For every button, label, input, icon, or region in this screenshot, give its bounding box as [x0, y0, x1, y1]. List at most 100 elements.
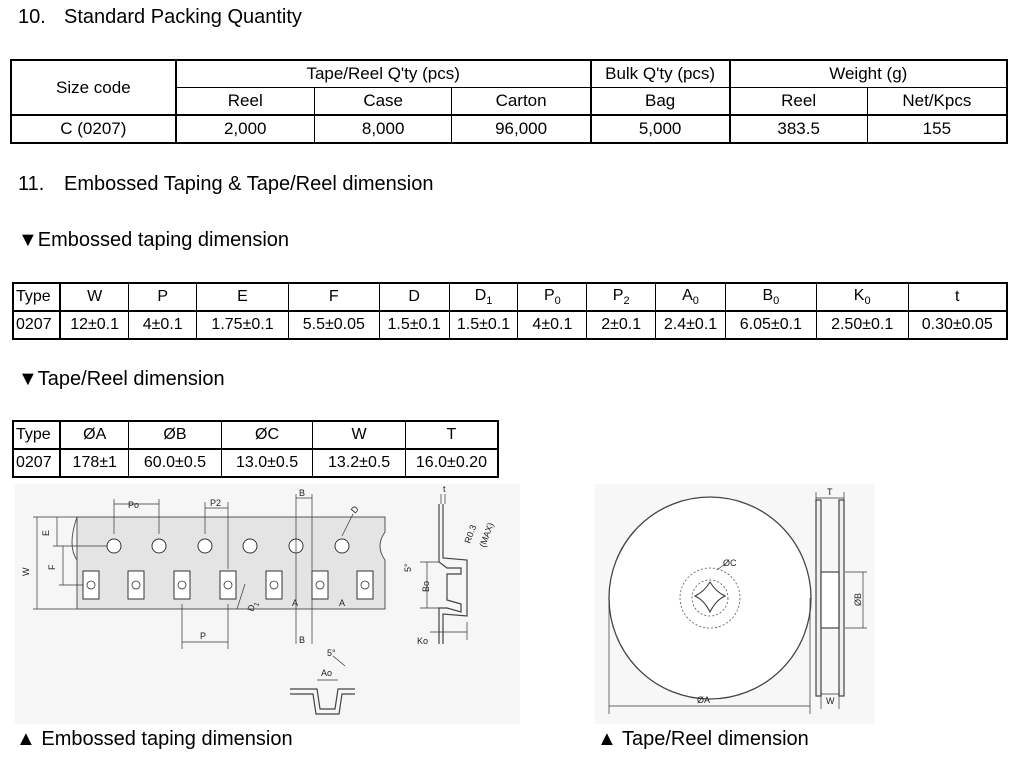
- reel-hub-outer: [679, 567, 741, 629]
- taping-caption: ▲ Embossed taping dimension: [16, 728, 293, 750]
- header-cell: Case: [313, 87, 453, 116]
- dim-label-five: 5°: [403, 563, 413, 572]
- table-cell: 13.2±0.5: [312, 448, 406, 478]
- bulk-qty-header: Bulk Q'ty (pcs): [590, 59, 731, 88]
- table-cell: 96,000: [451, 114, 592, 144]
- header-cell: E: [196, 282, 289, 312]
- header-cell: D: [378, 282, 450, 312]
- header-cell: t: [907, 282, 1008, 312]
- table-cell: 1.75±0.1: [196, 310, 289, 340]
- pocket-hole: [177, 580, 187, 590]
- pocket-cross-section: [290, 688, 355, 710]
- pocket: [127, 570, 145, 600]
- dim-label-d1: D1: [245, 599, 261, 613]
- packing-quantity-table: Size code Tape/Reel Q'ty (pcs) Bulk Q'ty…: [10, 59, 1008, 144]
- pocket-hole: [223, 580, 233, 590]
- size-code-header: Size code: [10, 59, 177, 116]
- pocket: [173, 570, 191, 600]
- header-cell: B0: [724, 282, 817, 312]
- dim-label-d: D: [349, 503, 361, 515]
- reel-label-t: T: [827, 487, 833, 497]
- header-cell: Type: [12, 282, 61, 312]
- table-cell: 12±0.1: [59, 310, 130, 340]
- table-cell: 0.30±0.05: [907, 310, 1008, 340]
- header-cell: P2: [586, 282, 657, 312]
- pocket: [311, 570, 329, 600]
- sprocket-hole: [106, 538, 122, 554]
- pocket: [265, 570, 283, 600]
- table-cell: 178±1: [59, 448, 130, 478]
- tape-reel-qty-header: Tape/Reel Q'ty (pcs): [175, 59, 592, 88]
- header-cell: Carton: [451, 87, 592, 116]
- pocket-hole: [131, 580, 141, 590]
- reel-label-w: W: [826, 696, 835, 706]
- table-cell: 6.05±0.1: [724, 310, 817, 340]
- pocket: [82, 570, 100, 600]
- reel-side-flange: [815, 499, 822, 697]
- table-cell: 60.0±0.5: [128, 448, 222, 478]
- sprocket-hole: [242, 538, 258, 554]
- table-cell: 2,000: [175, 114, 315, 144]
- dim-label-five2: 5°: [327, 648, 336, 658]
- dim-label-b-bot: B: [299, 635, 305, 645]
- dim-label-p2: P2: [210, 498, 221, 508]
- table-cell: 5,000: [590, 114, 731, 144]
- pocket-hole: [315, 580, 325, 590]
- table-cell: 383.5: [729, 114, 868, 144]
- table-cell: C (0207): [10, 114, 177, 144]
- reel-dimension-subheading: ▼Tape/Reel dimension: [18, 368, 225, 390]
- table-cell: 5.5±0.05: [287, 310, 380, 340]
- section-11-heading: 11.Embossed Taping & Tape/Reel dimension: [18, 173, 434, 196]
- table-cell: 155: [866, 114, 1008, 144]
- table-cell: 1.5±0.1: [448, 310, 519, 340]
- dim-label-f: F: [47, 564, 57, 570]
- sprocket-hole: [151, 538, 167, 554]
- table-cell: 2.4±0.1: [655, 310, 726, 340]
- header-cell: D1: [448, 282, 519, 312]
- pocket-hole: [86, 580, 96, 590]
- header-cell: ØC: [220, 420, 314, 450]
- header-cell: Bag: [590, 87, 731, 116]
- table-cell: 4±0.1: [517, 310, 588, 340]
- dim-label-a1: A: [292, 598, 298, 608]
- reel-label-ob: ØB: [853, 593, 863, 606]
- dim-label-a2: A: [339, 598, 345, 608]
- header-cell: ØA: [59, 420, 130, 450]
- header-cell: Reel: [175, 87, 315, 116]
- header-cell: W: [312, 420, 406, 450]
- reel-hub-inner: [691, 579, 729, 617]
- sprocket-hole: [334, 538, 350, 554]
- reel-side-hub: [820, 571, 840, 629]
- table-cell: 2±0.1: [586, 310, 657, 340]
- embossed-taping-drawing: Po P2 B D E W F D1 A A P B t R0.3 (MAX) …: [15, 484, 520, 724]
- header-cell: A0: [655, 282, 726, 312]
- header-cell: Net/Kpcs: [866, 87, 1008, 116]
- table-cell: 16.0±0.20: [404, 448, 499, 478]
- tape-strip: [76, 516, 386, 610]
- reel-side-flange: [838, 499, 845, 697]
- pocket-hole: [360, 580, 370, 590]
- tape-reel-drawing: T ØC ØB ØA W: [595, 484, 875, 724]
- table-cell: 0207: [12, 310, 61, 340]
- table-cell: 13.0±0.5: [220, 448, 314, 478]
- dim-label-w: W: [21, 567, 31, 576]
- taping-dimension-subheading: ▼Embossed taping dimension: [18, 229, 290, 251]
- header-cell: W: [59, 282, 130, 312]
- dim-label-p: P: [200, 631, 206, 641]
- tape-left-edge: [71, 516, 78, 561]
- reel-caption: ▲ Tape/Reel dimension: [597, 728, 809, 750]
- header-cell: P: [128, 282, 198, 312]
- header-cell: Reel: [729, 87, 868, 116]
- dim-label-ko: Ko: [417, 636, 428, 646]
- reel-label-oa: ØA: [697, 695, 710, 705]
- sprocket-hole: [197, 538, 213, 554]
- section-number: 10.: [18, 6, 46, 28]
- dim-label-t: t: [443, 484, 446, 494]
- header-cell: F: [287, 282, 380, 312]
- pocket-hole: [269, 580, 279, 590]
- section-title: Standard Packing Quantity: [64, 6, 302, 28]
- dim-label-po: Po: [128, 500, 139, 510]
